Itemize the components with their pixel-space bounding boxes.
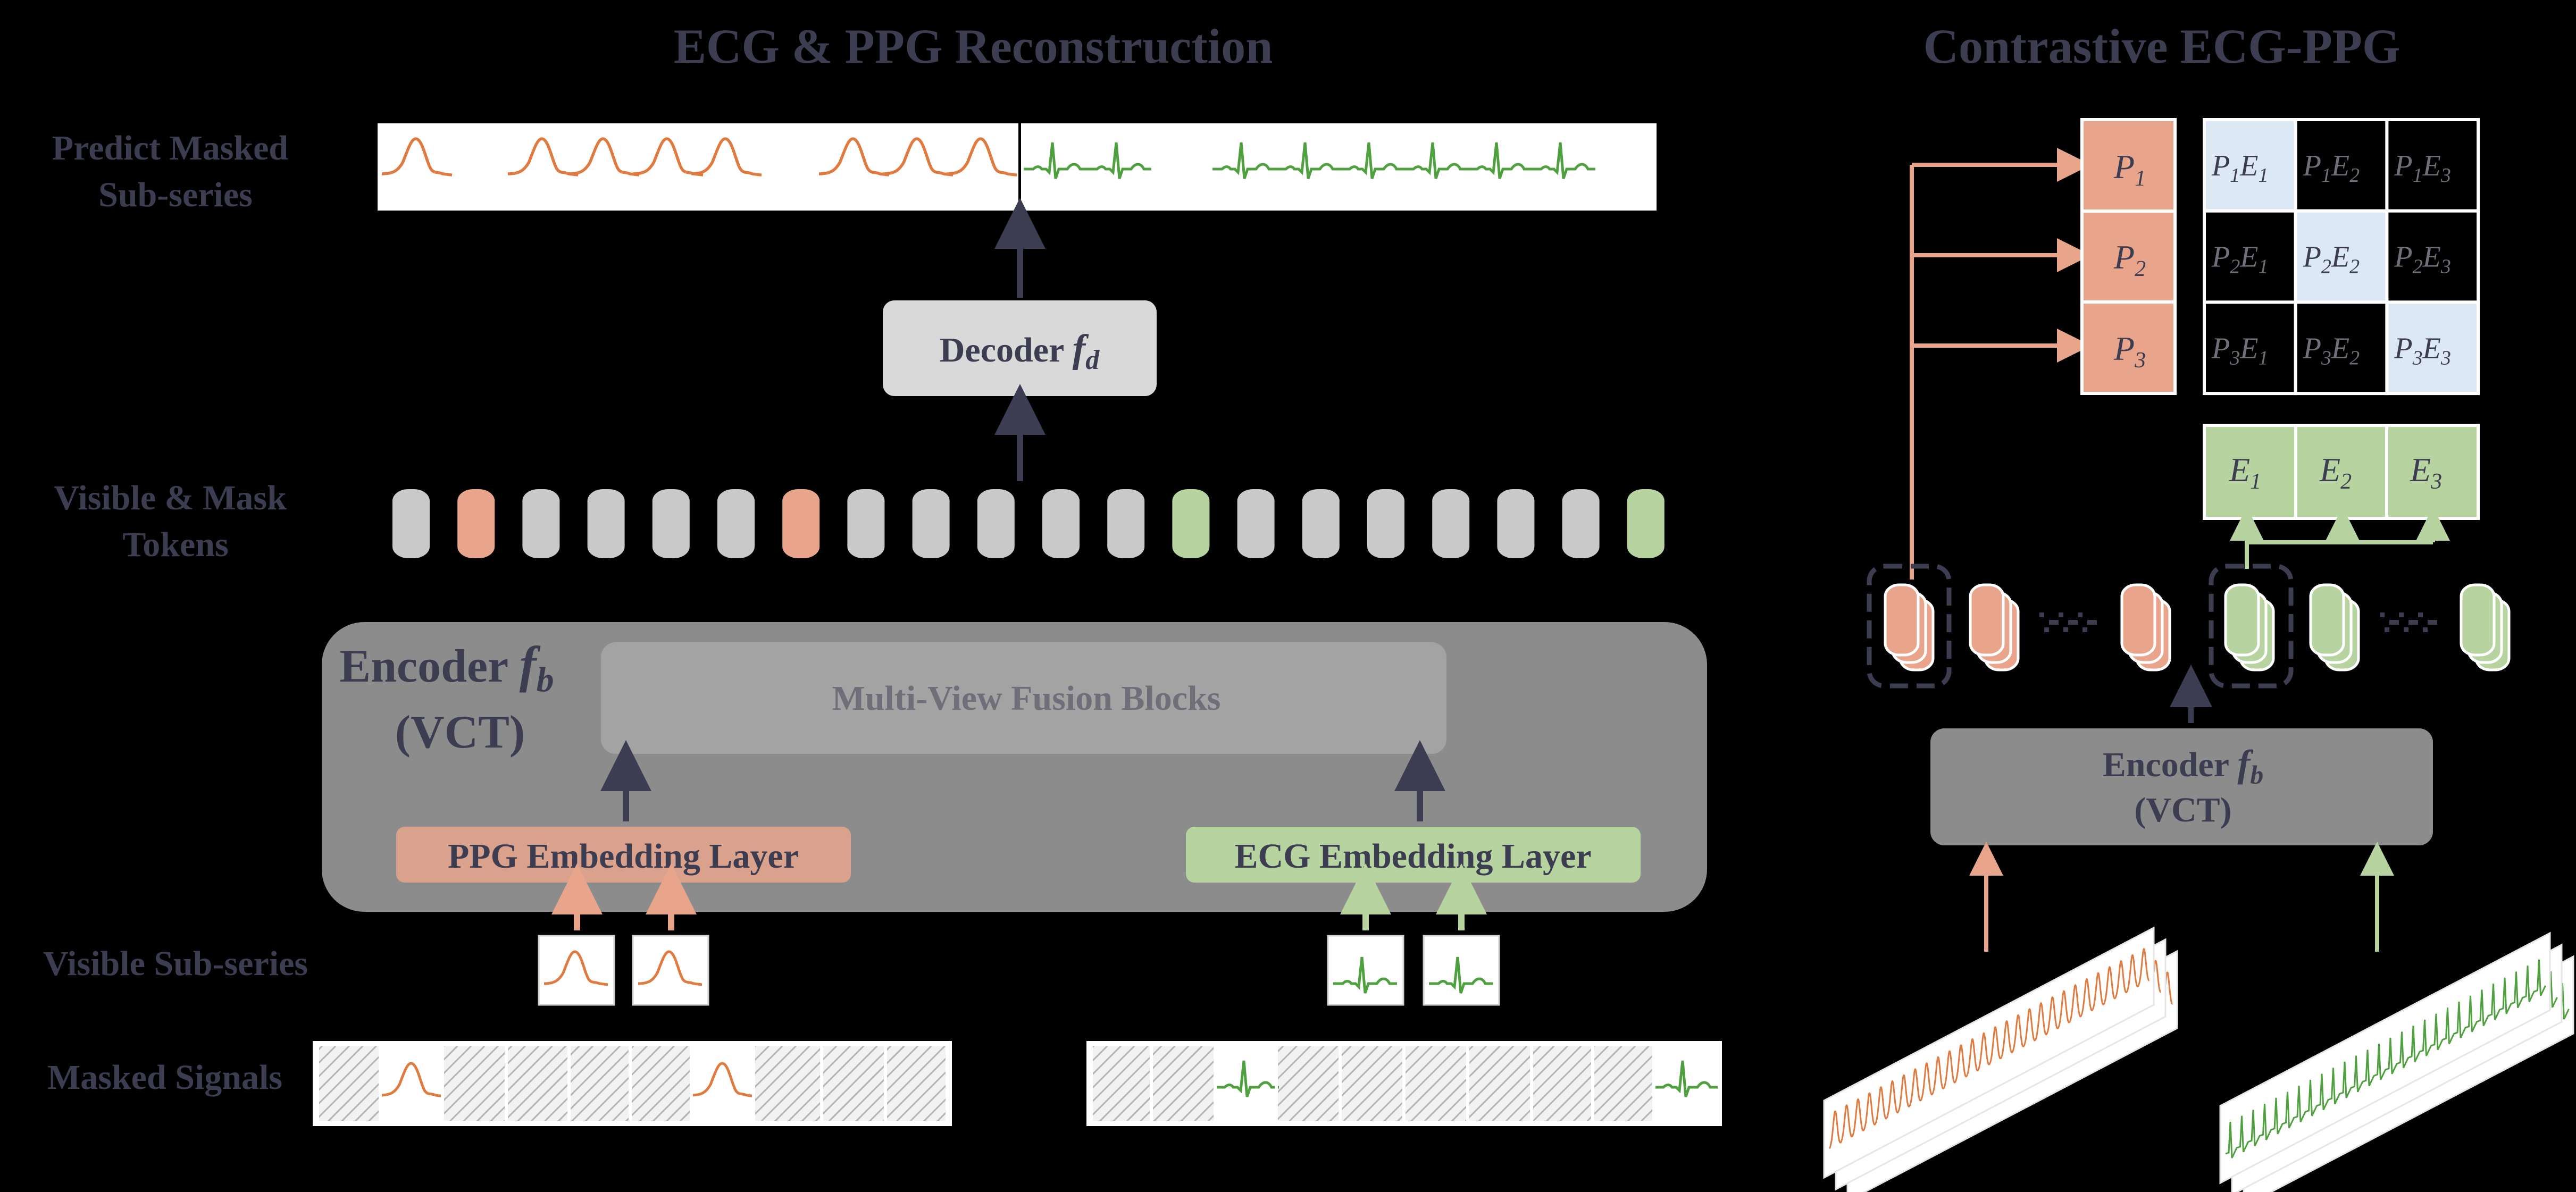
token-mask-ppg bbox=[457, 489, 495, 558]
masked-ecg-signal bbox=[1086, 1041, 1722, 1126]
right-title: Contrastive ECG-PPG bbox=[1923, 19, 2401, 73]
token-mask-ecg bbox=[1172, 489, 1210, 558]
sim-cell: P1E3 bbox=[2385, 118, 2480, 213]
predicted-subseries-strip bbox=[378, 123, 1657, 211]
sim-cell: P2E2 bbox=[2294, 209, 2389, 304]
decoder-label: Decoder fd bbox=[940, 327, 1100, 375]
ppg-projection-arrows bbox=[1910, 148, 2091, 580]
svg-text:P2E1: P2E1 bbox=[2211, 241, 2268, 278]
visible-subseries-ecg-1 bbox=[1327, 935, 1404, 1006]
sim-cell: P1E1 bbox=[2203, 118, 2297, 213]
fusion-blocks-box bbox=[601, 642, 1446, 754]
selected-ppg-token bbox=[1867, 564, 1952, 689]
token-visible bbox=[587, 489, 625, 558]
token-visible bbox=[1432, 489, 1470, 558]
masked-ppg-signal bbox=[313, 1041, 952, 1126]
sim-cell: P3E2 bbox=[2294, 300, 2389, 396]
embedding-stacks bbox=[1884, 583, 2511, 671]
sim-cell: P1E2 bbox=[2294, 118, 2389, 213]
ppg-vector-1: P1 bbox=[2113, 148, 2146, 191]
predict-label-line2: Sub-series bbox=[98, 175, 253, 214]
embedding-stack bbox=[2460, 583, 2511, 671]
token-visible bbox=[847, 489, 885, 558]
right-encoder-vct-label: (VCT) bbox=[2134, 791, 2231, 829]
embedding-stack bbox=[2120, 583, 2171, 671]
token-visible bbox=[977, 489, 1015, 558]
sim-cell: P2E3 bbox=[2385, 209, 2480, 304]
token-visible bbox=[652, 489, 690, 558]
ecg-embedding-label: ECG Embedding Layer bbox=[1234, 837, 1591, 876]
svg-text:P2E2: P2E2 bbox=[2303, 241, 2360, 278]
ppg-embedding-box bbox=[396, 827, 851, 883]
svg-text:P3E1: P3E1 bbox=[2211, 332, 2268, 369]
sim-cell: P2E1 bbox=[2203, 209, 2297, 304]
token-visible bbox=[1302, 489, 1340, 558]
token-visible bbox=[1562, 489, 1600, 558]
embedding-stack bbox=[2224, 583, 2275, 671]
embedding-stack bbox=[2309, 583, 2360, 671]
selected-ecg-token bbox=[2209, 564, 2294, 689]
svg-text:P2E3: P2E3 bbox=[2394, 241, 2450, 278]
ppg-embedding-label: PPG Embedding Layer bbox=[448, 837, 799, 876]
embedding-stack bbox=[1969, 583, 2020, 671]
token-mask-ppg bbox=[782, 489, 820, 558]
decoder-box bbox=[883, 300, 1157, 396]
svg-text:P3E2: P3E2 bbox=[2303, 332, 2360, 369]
token-visible bbox=[717, 489, 755, 558]
embedding-stack bbox=[1884, 583, 1935, 671]
right-encoder-label: Encoder fb bbox=[2103, 742, 2264, 790]
ecg-vector-row: E1 E2 E3 bbox=[2203, 424, 2480, 520]
fusion-blocks-label: Multi-View Fusion Blocks bbox=[832, 679, 1221, 718]
sim-cell: P3E1 bbox=[2203, 300, 2297, 396]
token-visible bbox=[1107, 489, 1145, 558]
token-row bbox=[392, 489, 1665, 558]
right-encoder-box bbox=[1930, 728, 2433, 845]
masked-signals-label: Masked Signals bbox=[47, 1058, 282, 1097]
long-ecg-signals bbox=[2219, 931, 2574, 1192]
token-visible bbox=[1497, 489, 1535, 558]
long-ppg-signals bbox=[1823, 926, 2178, 1192]
svg-text:P1E3: P1E3 bbox=[2394, 149, 2450, 187]
token-mask-ecg bbox=[1627, 489, 1665, 558]
token-visible bbox=[392, 489, 430, 558]
predicted-ecg-strip bbox=[1021, 123, 1657, 211]
token-visible bbox=[1237, 489, 1275, 558]
visible-subseries-ecg-2 bbox=[1423, 935, 1500, 1006]
visible-subseries-ppg-1 bbox=[538, 935, 615, 1006]
ellipsis-dots bbox=[2380, 612, 2437, 632]
ecg-embedding-box bbox=[1186, 827, 1641, 883]
visible-subseries-ppg-2 bbox=[632, 935, 709, 1006]
sim-cell: P3E3 bbox=[2385, 300, 2480, 396]
encoder-vct-label: (VCT) bbox=[395, 707, 525, 758]
visible-mask-label-line2: Tokens bbox=[122, 525, 228, 564]
visible-subseries-label: Visible Sub-series bbox=[43, 944, 308, 983]
left-title: ECG & PPG Reconstruction bbox=[674, 19, 1273, 73]
token-visible bbox=[912, 489, 950, 558]
predict-label-line1: Predict Masked bbox=[52, 129, 288, 167]
visible-mask-label-line1: Visible & Mask bbox=[54, 479, 287, 517]
ppg-vector-column: P1 P2 P3 bbox=[2080, 118, 2177, 395]
svg-text:P1E2: P1E2 bbox=[2303, 149, 2360, 187]
ecg-projection-arrows bbox=[2230, 507, 2450, 569]
encoder-label: Encoder fb bbox=[339, 636, 554, 699]
svg-text:P3E3: P3E3 bbox=[2394, 332, 2450, 369]
predicted-ppg-strip bbox=[378, 123, 1018, 211]
svg-text:P1E1: P1E1 bbox=[2211, 149, 2268, 187]
ellipsis-dots bbox=[2039, 612, 2097, 632]
token-visible bbox=[1042, 489, 1080, 558]
token-visible bbox=[522, 489, 560, 558]
token-visible bbox=[1367, 489, 1404, 558]
